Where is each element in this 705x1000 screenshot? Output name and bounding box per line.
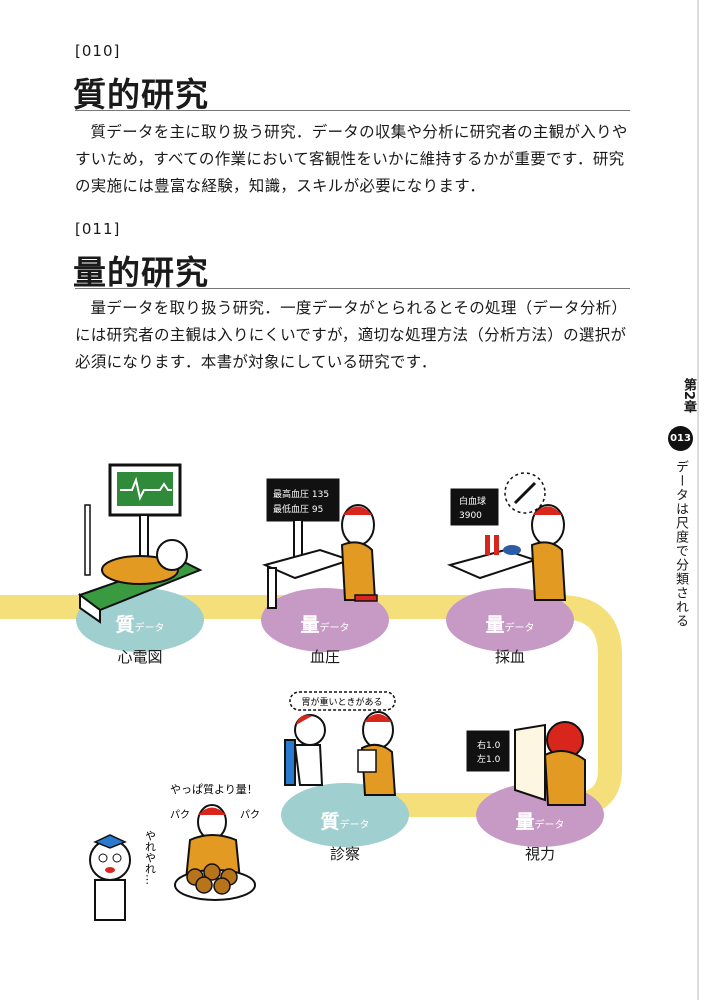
professor: やれやれ… bbox=[89, 830, 157, 921]
speech-text: やっぱ質より量！ bbox=[170, 782, 258, 796]
sfx-text: パク bbox=[240, 809, 260, 821]
section-body: 量データを取り扱う研究．一度データがとられるとその処理（データ分析）には研究者の… bbox=[75, 299, 628, 371]
section-body: 質データを主に取り扱う研究．データの収集や分析に研究者の主観が入りやすいため，す… bbox=[75, 123, 628, 195]
section-title: 質的研究 bbox=[73, 75, 209, 114]
running-title: データは尺度で分類される bbox=[673, 460, 688, 628]
divider bbox=[75, 288, 630, 289]
screen-text: 最高血圧 135 bbox=[273, 488, 329, 500]
divider bbox=[75, 110, 630, 111]
station-caption: 視力 bbox=[524, 845, 555, 863]
section-number: [011] bbox=[75, 220, 121, 238]
station-caption: 血圧 bbox=[309, 648, 340, 666]
station-caption: 採血 bbox=[494, 648, 525, 666]
data-type-label: 質データ bbox=[115, 614, 165, 636]
screen-text: 白血球 bbox=[459, 495, 486, 507]
section-title: 量的研究 bbox=[73, 253, 209, 292]
platform-qualitative bbox=[281, 783, 409, 847]
speech-text: やれやれ… bbox=[144, 830, 157, 885]
data-type-label: 質データ bbox=[320, 811, 370, 833]
data-type-label: 量データ bbox=[485, 614, 535, 636]
screen-text: 右1.0 bbox=[477, 739, 501, 751]
blood-test-scene: 白血球 3900 bbox=[446, 472, 567, 601]
consultation-scene: 胃が重いときがある bbox=[284, 691, 397, 796]
screen-text: 左1.0 bbox=[477, 753, 501, 765]
station-caption: 心電図 bbox=[117, 648, 163, 666]
margin-line bbox=[697, 0, 699, 1000]
vision-test-scene: 右1.0 左1.0 bbox=[466, 721, 586, 806]
sfx-text: パク bbox=[170, 809, 190, 821]
speech-bubble: 胃が重いときがある bbox=[301, 696, 382, 708]
screen-text: 3900 bbox=[459, 511, 482, 521]
data-type-label: 量データ bbox=[515, 811, 565, 833]
section-number: [010] bbox=[75, 42, 121, 60]
donut-eater: やっぱ質より量！ パク パク bbox=[170, 782, 260, 901]
chapter-label: 第2章 bbox=[681, 378, 696, 414]
ecg-scene bbox=[77, 463, 203, 624]
screen-text: 最低血圧 95 bbox=[273, 503, 323, 515]
platform-quantitative bbox=[261, 588, 389, 652]
data-type-label: 量データ bbox=[300, 614, 350, 636]
station-caption: 診察 bbox=[329, 845, 360, 863]
page-number: 013 bbox=[668, 426, 693, 451]
platform-quantitative bbox=[446, 588, 574, 652]
illustration: 最高血圧 135 最低血圧 95 白血球 3900 胃が重いときがある bbox=[0, 463, 622, 921]
blood-pressure-scene: 最高血圧 135 最低血圧 95 bbox=[261, 478, 378, 609]
